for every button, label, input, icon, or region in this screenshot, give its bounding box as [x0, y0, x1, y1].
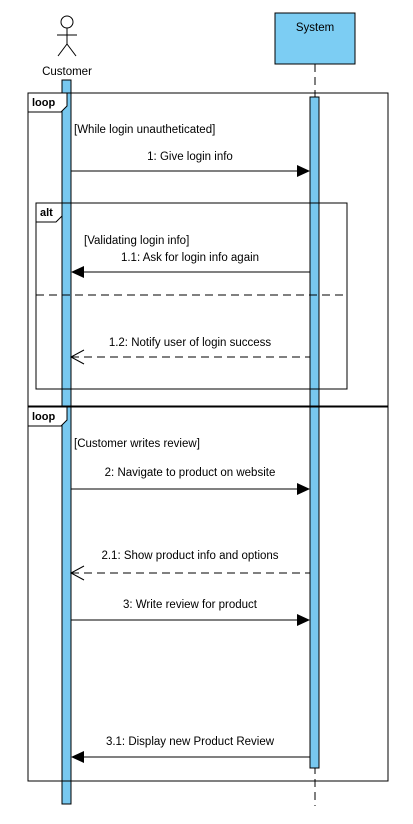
loop-fragment-review-guard: [Customer writes review]	[74, 438, 200, 450]
loop-fragment-login	[27, 92, 389, 407]
alt-fragment-validate	[35, 202, 348, 390]
customer-actor-icon	[57, 15, 77, 57]
message-3-arrow	[71, 614, 310, 626]
alt-fragment-validate-tab	[35, 202, 63, 223]
message-1-2-arrow	[69, 349, 310, 365]
loop-fragment-review-tab	[27, 406, 68, 427]
alt-fragment-validate-operator: alt	[40, 207, 53, 219]
message-1-2-label: 1.2: Notify user of login success	[109, 337, 272, 349]
message-3-1-arrow	[71, 751, 310, 763]
system-label: System	[296, 22, 334, 34]
message-1-arrow	[71, 165, 310, 177]
message-3-label: 3: Write review for product	[123, 599, 258, 611]
message-1-1-label: 1.1: Ask for login info again	[121, 252, 259, 264]
message-2-label: 2: Navigate to product on website	[105, 467, 276, 479]
message-1-1-arrow	[71, 266, 310, 278]
message-2-1-arrow	[69, 565, 310, 581]
message-1-label: 1: Give login info	[147, 151, 233, 163]
system-activation-bar	[309, 96, 320, 769]
customer-activation-bar	[61, 79, 72, 805]
loop-fragment-login-operator: loop	[32, 97, 55, 109]
loop-fragment-review	[27, 406, 389, 782]
customer-label: Customer	[42, 66, 92, 78]
system-participant-box	[274, 12, 356, 65]
message-2-1-label: 2.1: Show product info and options	[101, 550, 278, 562]
alt-fragment-validate-guard: [Validating login info]	[84, 235, 189, 247]
message-3-1-label: 3.1: Display new Product Review	[106, 736, 275, 748]
loop-fragment-login-tab	[27, 92, 68, 113]
message-2-arrow	[71, 483, 310, 495]
loop-fragment-review-operator: loop	[32, 411, 55, 423]
loop-fragment-login-guard: [While login unautheticated]	[74, 124, 215, 136]
